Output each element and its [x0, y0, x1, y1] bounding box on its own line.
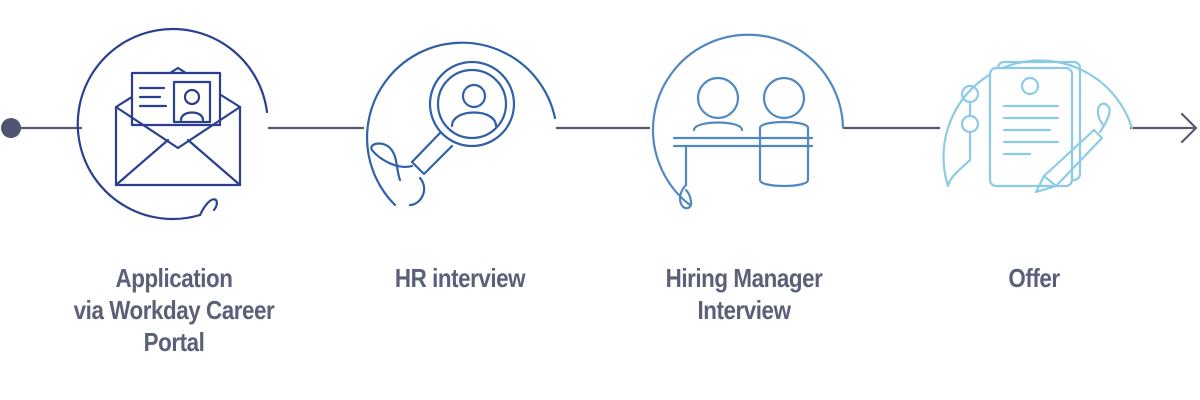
step-label-offer: Offer [922, 262, 1146, 294]
step-label-line: Interview [697, 295, 791, 325]
start-dot [1, 118, 21, 138]
step-label-line: Hiring Manager [665, 263, 823, 293]
step-label-application: Application via Workday Career Portal [62, 262, 286, 358]
signed-document-icon [942, 59, 1134, 194]
step-label-line: Application [115, 263, 233, 293]
step-label-line: HR interview [394, 263, 526, 293]
step-label-hiring-manager-interview: Hiring Manager Interview [632, 262, 856, 326]
step-label-line: via Workday Career [73, 295, 275, 325]
step-label-hr-interview: HR interview [348, 262, 572, 294]
two-people-desk-icon [651, 33, 845, 210]
envelope-id-card-icon [76, 27, 269, 221]
arrow-head-icon [1180, 112, 1198, 144]
step-label-line: Offer [1008, 263, 1060, 293]
magnifier-person-icon [366, 41, 557, 207]
step-label-line: Portal [143, 327, 205, 357]
